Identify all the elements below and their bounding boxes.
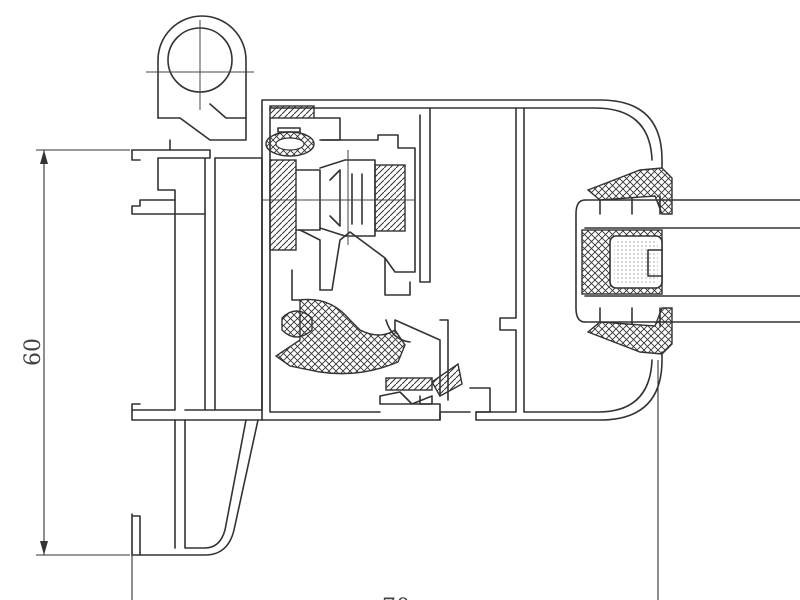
lock-mechanism xyxy=(262,134,416,301)
inner-seal-gasket xyxy=(274,298,449,401)
glazing-gasket-bottom xyxy=(586,307,673,355)
bottom-seal-gasket xyxy=(379,362,463,405)
height-dimension-label: 60 xyxy=(21,338,46,366)
width-dimension: 70 xyxy=(131,360,659,600)
hinge-pin xyxy=(146,15,254,151)
glazing-gasket-top xyxy=(586,167,673,215)
height-dimension: 60 xyxy=(21,149,130,556)
outer-frame-profile xyxy=(131,149,263,556)
width-dimension-label: 70 xyxy=(382,595,410,600)
glass-unit xyxy=(575,199,800,323)
top-weather-seal xyxy=(265,105,341,157)
